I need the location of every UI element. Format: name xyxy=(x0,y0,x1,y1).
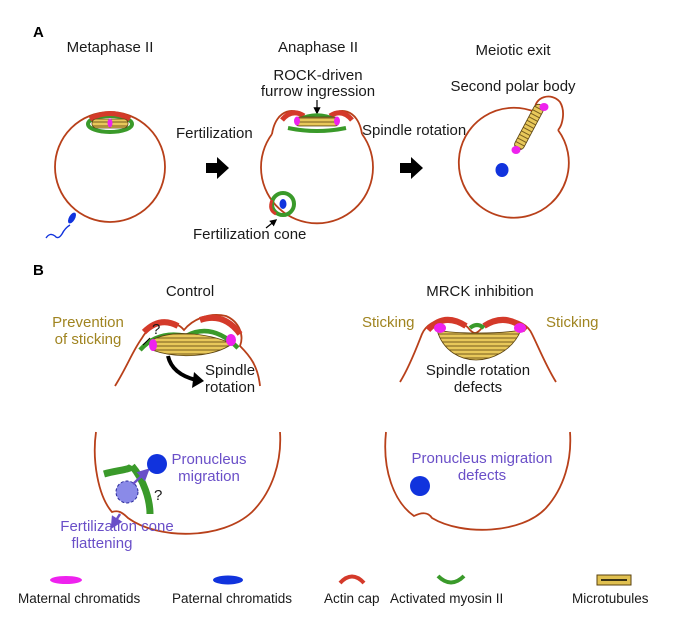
legend-item-maternal: Maternal chromatids xyxy=(18,576,141,606)
sticking-left-label: Sticking xyxy=(362,314,415,331)
question-mark: ? xyxy=(152,321,160,338)
legend-label: Maternal chromatids xyxy=(18,591,141,606)
mrck-spindle-view xyxy=(399,317,557,383)
flattening-arrow xyxy=(110,513,123,530)
fert-cone-label: Fertilization cone xyxy=(193,226,306,243)
control-spindle-view xyxy=(114,314,261,388)
migrating-pronucleus-ghost xyxy=(115,480,139,504)
legend-label: Microtubules xyxy=(572,591,649,606)
green-arc-icon xyxy=(436,574,466,585)
control-rotation-line1: Spindle xyxy=(205,362,255,379)
pronucleus-control xyxy=(147,454,167,474)
anaphase-oocyte xyxy=(260,110,374,225)
panel-b-label: B xyxy=(33,262,44,279)
flatten-label-line1: Fertilization cone xyxy=(60,518,173,535)
pron-defect-line2: defects xyxy=(458,467,506,484)
control-title: Control xyxy=(166,283,214,300)
legend-item-paternal: Paternal chromatids xyxy=(172,575,292,606)
mrck-defect-line2: defects xyxy=(454,379,502,396)
meiotic-exit-oocyte xyxy=(457,95,570,219)
prevention-label-line2: of sticking xyxy=(55,331,122,348)
pronucleus-mrck xyxy=(410,476,430,496)
question-pointer xyxy=(142,337,151,346)
migration-arrow xyxy=(132,468,150,485)
spindle-rotation-label: Spindle rotation xyxy=(362,122,466,139)
anaphase-spindle xyxy=(294,116,340,127)
polar-body xyxy=(534,95,564,131)
stage-metaphase-label: Metaphase II xyxy=(67,39,154,56)
metaphase-oocyte xyxy=(54,111,166,223)
pron-defect-line1: Pronucleus migration xyxy=(412,450,553,467)
sticking-right-label: Sticking xyxy=(546,314,599,331)
maternal-chromatids xyxy=(107,118,113,128)
actin-cap xyxy=(88,111,132,122)
pronucleus-label-line1: Pronucleus xyxy=(171,451,246,468)
question-mark-2: ? xyxy=(154,487,162,504)
prevention-label-line1: Prevention xyxy=(52,314,124,331)
legend-item-myosin: Activated myosin II xyxy=(390,574,503,606)
legend-label: Paternal chromatids xyxy=(172,591,292,606)
fertilization-label: Fertilization xyxy=(176,125,253,142)
flatten-label-line2: flattening xyxy=(72,535,133,552)
red-arc-icon xyxy=(338,574,366,585)
mrck-title: MRCK inhibition xyxy=(426,283,534,300)
mrck-pronucleus-view xyxy=(384,431,572,531)
fertilization-arrow xyxy=(206,157,229,179)
legend-item-actin: Actin cap xyxy=(324,574,380,606)
mrck-defect-line1: Spindle rotation xyxy=(426,362,530,379)
pronucleus xyxy=(495,163,509,177)
paternal-chromatids xyxy=(279,199,287,209)
fert-cone-arrow xyxy=(265,219,278,229)
magenta-ellipse-icon xyxy=(50,576,82,584)
rock-label-line2: furrow ingression xyxy=(261,83,375,100)
control-pronucleus-view xyxy=(93,431,282,535)
polar-body-label: Second polar body xyxy=(450,78,576,95)
rotation-curved-arrow xyxy=(166,355,197,382)
pronucleus-label-line2: migration xyxy=(178,468,240,485)
legend-item-microtubules: Microtubules xyxy=(572,574,649,606)
stage-anaphase-label: Anaphase II xyxy=(278,39,358,56)
rotation-arrow xyxy=(400,157,423,179)
panel-a-label: A xyxy=(33,24,44,41)
mrck-spindle xyxy=(436,329,522,361)
rock-label-line1: ROCK-driven xyxy=(273,67,362,84)
control-rotation-line2: rotation xyxy=(205,379,255,396)
legend-label: Activated myosin II xyxy=(390,591,503,606)
stage-exit-label: Meiotic exit xyxy=(475,42,551,59)
legend-label: Actin cap xyxy=(324,591,380,606)
legend: Maternal chromatids Paternal chromatids … xyxy=(18,574,649,606)
sperm xyxy=(45,212,76,239)
blue-ellipse-icon xyxy=(213,575,243,585)
